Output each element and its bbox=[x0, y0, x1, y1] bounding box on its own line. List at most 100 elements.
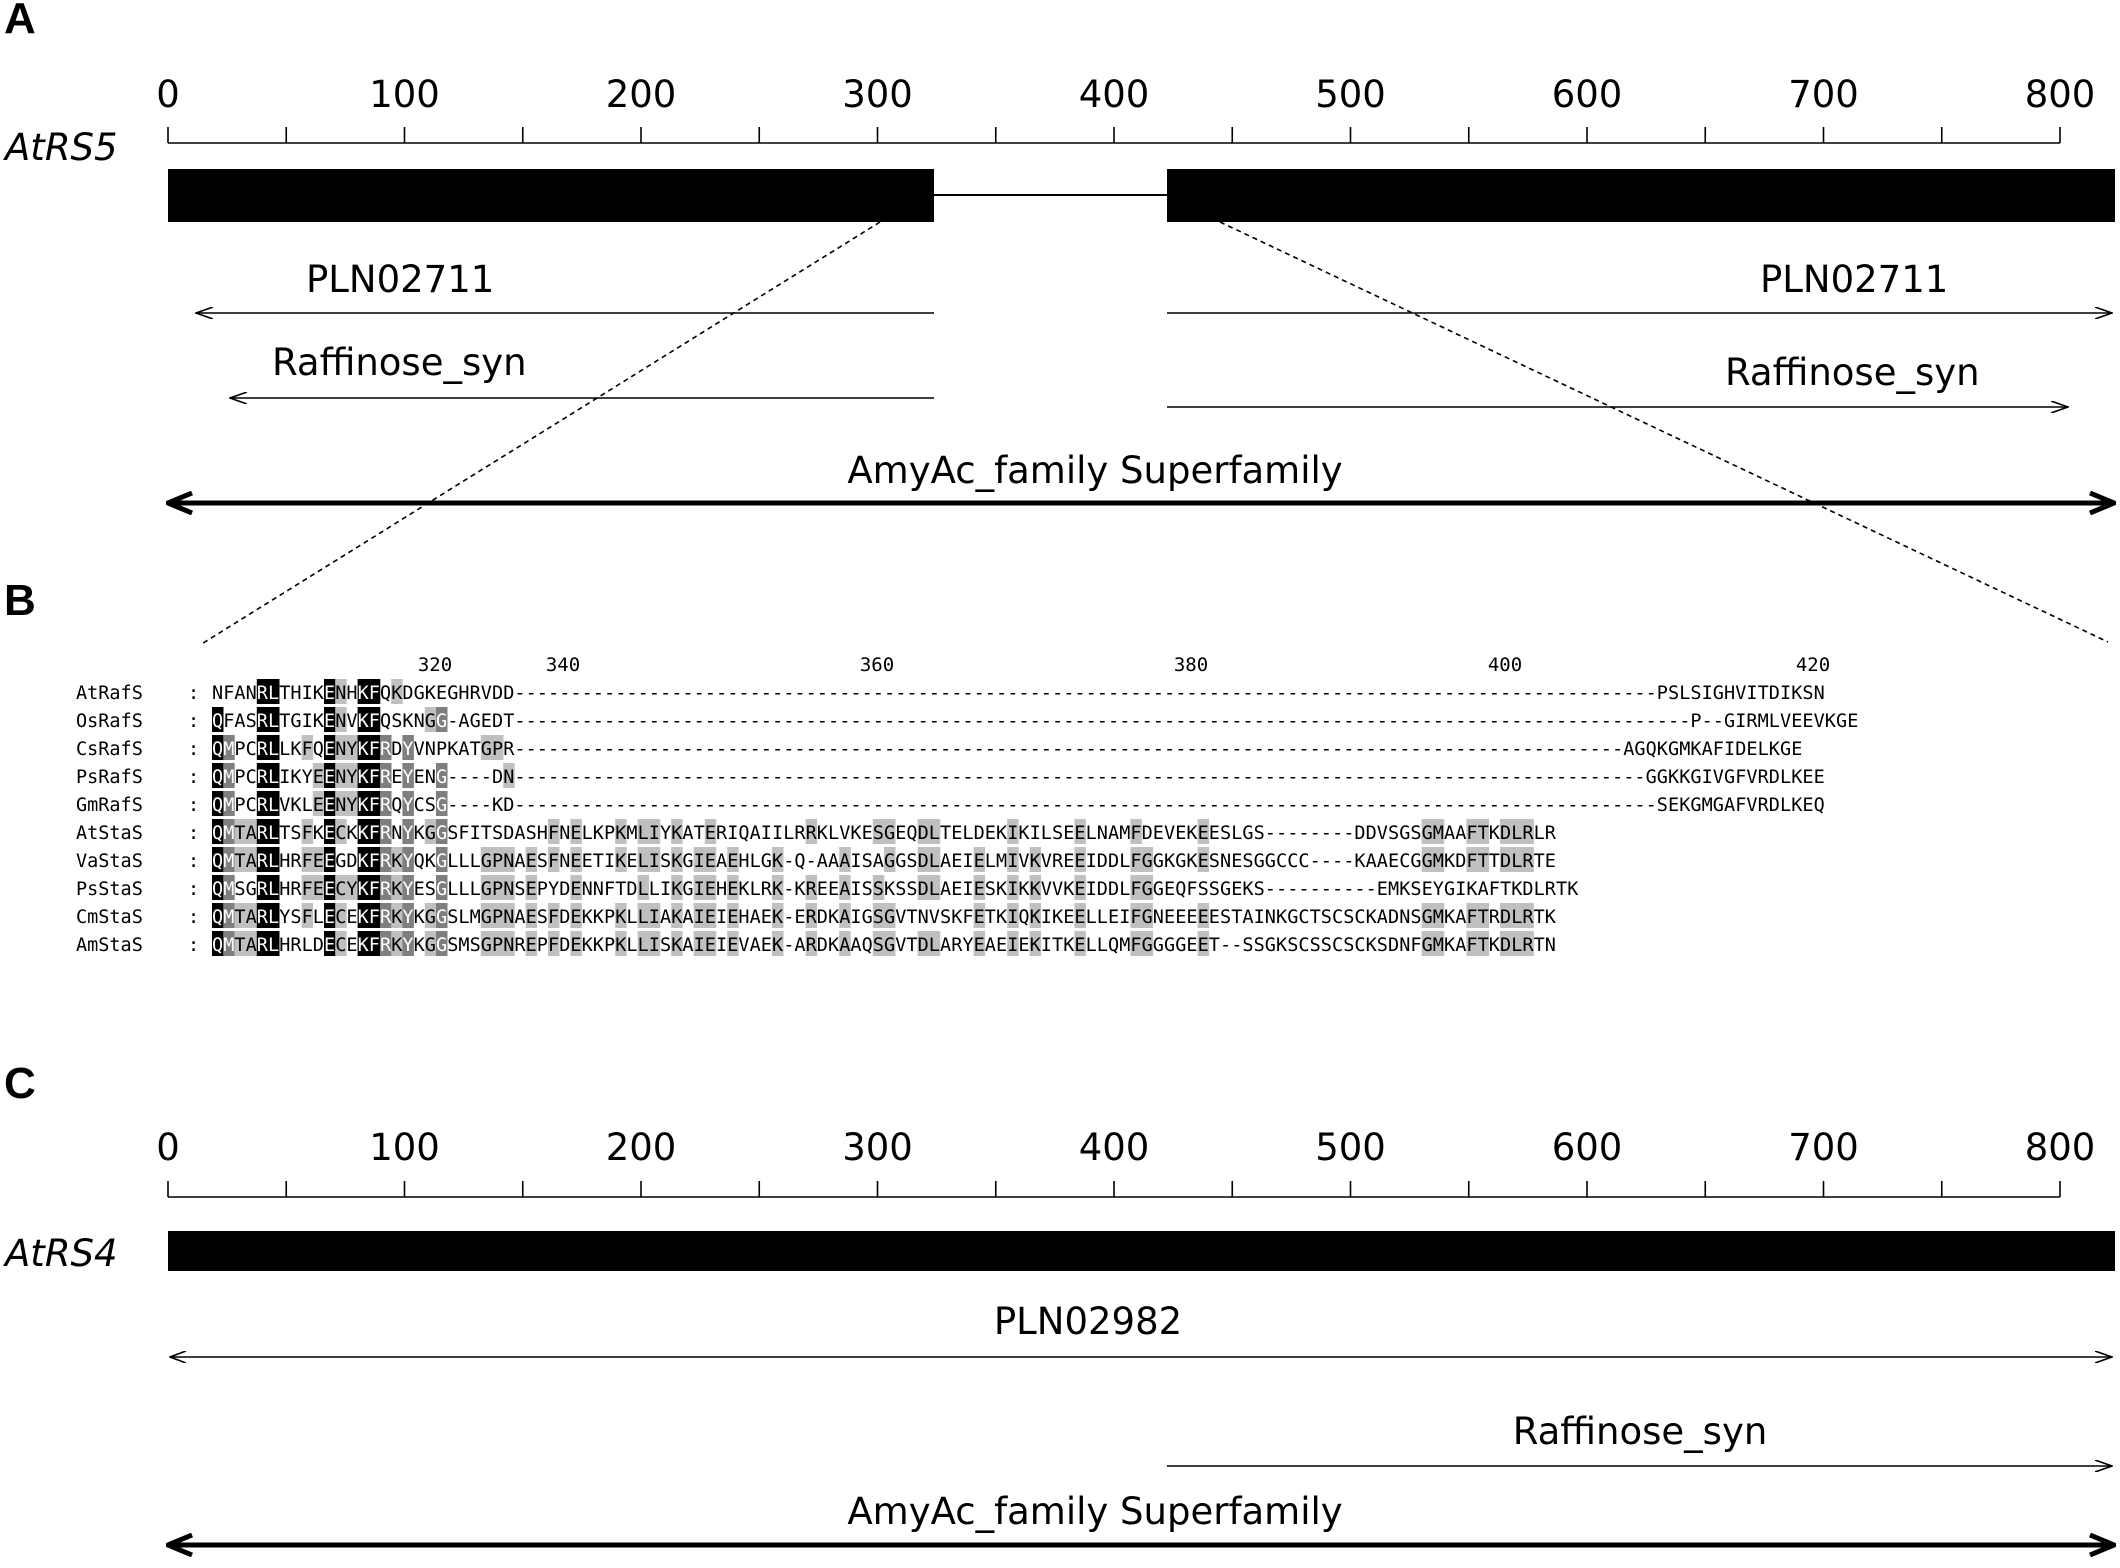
residue: - bbox=[974, 795, 985, 816]
residue-shade bbox=[402, 875, 414, 900]
residue: - bbox=[1220, 795, 1231, 816]
residue: R bbox=[257, 907, 269, 928]
residue-shade bbox=[1511, 819, 1523, 844]
residue: C bbox=[335, 879, 346, 900]
residue: - bbox=[582, 711, 593, 732]
residue-shade bbox=[212, 903, 224, 928]
residue: - bbox=[985, 711, 996, 732]
residue: E bbox=[1175, 907, 1186, 928]
alignment-position-label: 320 bbox=[418, 654, 452, 676]
residue: - bbox=[1007, 767, 1018, 788]
residue: H bbox=[279, 879, 290, 900]
residue: - bbox=[873, 683, 884, 704]
residue: - bbox=[962, 795, 973, 816]
residue: M bbox=[1679, 739, 1690, 760]
residue: F bbox=[369, 739, 380, 760]
residue: L bbox=[985, 851, 996, 872]
residue-shade bbox=[973, 931, 986, 956]
residue: E bbox=[985, 823, 996, 844]
residue: V bbox=[895, 935, 906, 956]
residue: - bbox=[1713, 711, 1724, 732]
residue: K bbox=[1679, 795, 1691, 816]
residue: G bbox=[1254, 851, 1265, 872]
residue: - bbox=[1668, 711, 1679, 732]
residue: - bbox=[1366, 711, 1377, 732]
residue-shade bbox=[436, 707, 448, 732]
residue: - bbox=[1321, 879, 1332, 900]
residue: K bbox=[1030, 879, 1042, 900]
residue-shade bbox=[324, 791, 336, 816]
residue: H bbox=[279, 935, 290, 956]
residue: T bbox=[1478, 935, 1489, 956]
residue: F bbox=[548, 907, 559, 928]
residue-shade bbox=[436, 791, 448, 816]
residue: E bbox=[1791, 711, 1802, 732]
residue: - bbox=[750, 683, 761, 704]
residue: - bbox=[727, 711, 738, 732]
residue-shade bbox=[1421, 931, 1434, 956]
residue: D bbox=[503, 683, 514, 704]
residue: T bbox=[1534, 935, 1545, 956]
residue: G bbox=[1422, 851, 1433, 872]
residue: I bbox=[716, 907, 727, 928]
residue: F bbox=[458, 823, 469, 844]
residue: - bbox=[1153, 767, 1164, 788]
residue: I bbox=[1007, 851, 1018, 872]
residue: S bbox=[234, 879, 245, 900]
residue: A bbox=[839, 879, 850, 900]
residue: - bbox=[582, 795, 593, 816]
residue: P bbox=[234, 767, 245, 788]
residue: P bbox=[604, 907, 615, 928]
residue: G bbox=[1646, 767, 1657, 788]
alignment-colon: : bbox=[188, 711, 199, 732]
residue: C bbox=[1298, 907, 1309, 928]
residue: R bbox=[1052, 851, 1064, 872]
residue: G bbox=[481, 851, 492, 872]
residue: K bbox=[1366, 935, 1378, 956]
residue: - bbox=[1310, 795, 1321, 816]
residue: - bbox=[895, 739, 906, 760]
residue: - bbox=[1220, 739, 1231, 760]
residue: K bbox=[1018, 823, 1030, 844]
residue: D bbox=[918, 851, 929, 872]
residue: - bbox=[1209, 683, 1220, 704]
residue: - bbox=[1332, 823, 1343, 844]
residue: - bbox=[974, 767, 985, 788]
residue-shade bbox=[1029, 847, 1042, 872]
residue: S bbox=[1377, 935, 1388, 956]
residue: - bbox=[559, 795, 570, 816]
residue: - bbox=[906, 795, 917, 816]
residue: E bbox=[1186, 907, 1197, 928]
residue-shade bbox=[223, 875, 235, 900]
residue: A bbox=[940, 935, 951, 956]
residue: - bbox=[1231, 767, 1242, 788]
residue: - bbox=[951, 795, 962, 816]
residue: I bbox=[694, 907, 705, 928]
residue: - bbox=[1545, 683, 1556, 704]
residue: - bbox=[996, 739, 1007, 760]
residue: - bbox=[682, 711, 693, 732]
residue: - bbox=[582, 683, 593, 704]
residue: L bbox=[828, 823, 839, 844]
residue-shade bbox=[402, 931, 414, 956]
residue: A bbox=[246, 851, 257, 872]
residue: K bbox=[1466, 879, 1478, 900]
residue: G bbox=[1142, 907, 1153, 928]
residue: - bbox=[1097, 711, 1108, 732]
residue: - bbox=[1097, 683, 1108, 704]
residue: E bbox=[1074, 851, 1085, 872]
residue: - bbox=[1399, 767, 1410, 788]
residue: - bbox=[626, 739, 637, 760]
residue: - bbox=[514, 683, 525, 704]
residue: - bbox=[850, 795, 861, 816]
residue: G bbox=[682, 879, 693, 900]
residue: - bbox=[649, 739, 660, 760]
residue-shade bbox=[839, 875, 851, 900]
residue: M bbox=[223, 795, 234, 816]
residue: Y bbox=[346, 739, 357, 760]
residue-shade bbox=[1141, 903, 1154, 928]
residue: - bbox=[638, 739, 649, 760]
residue-shade bbox=[1500, 931, 1512, 956]
residue: E bbox=[324, 879, 335, 900]
residue: F bbox=[302, 739, 313, 760]
